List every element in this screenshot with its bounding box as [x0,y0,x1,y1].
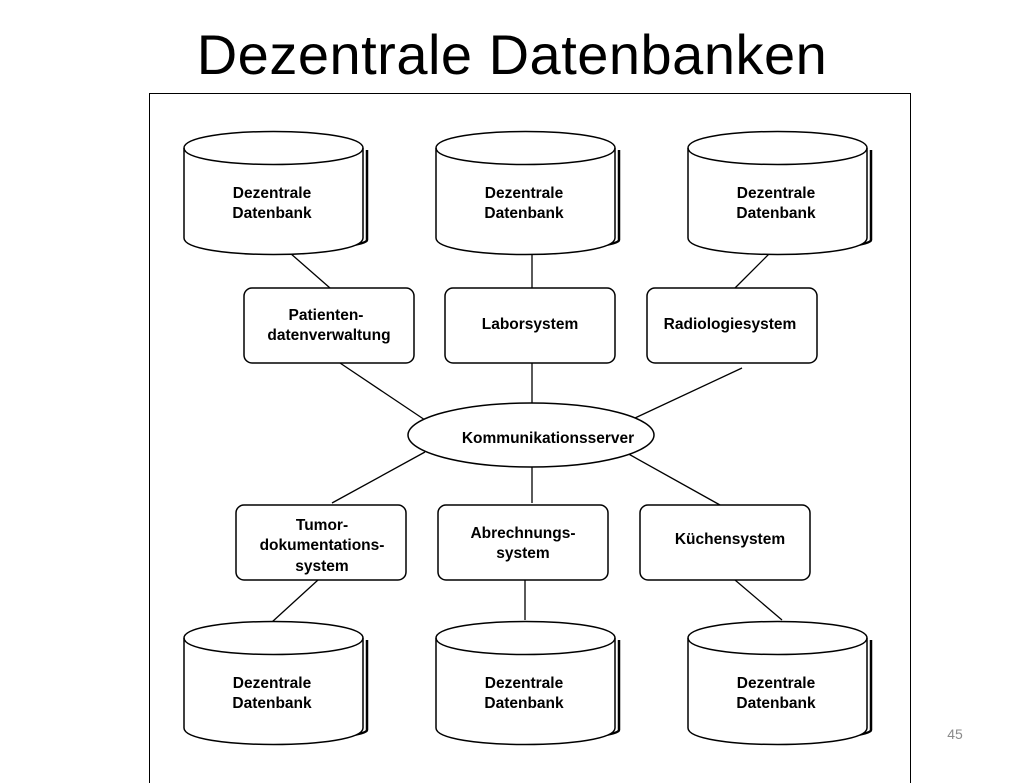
system-label: Radiologiesystem [664,316,797,333]
system-label-line2: system [496,545,549,562]
system-radiologiesystem: Radiologiesystem [646,287,818,364]
kommunikationsserver-hub: Kommunikationsserver [407,402,655,468]
slide-title: Dezentrale Datenbanken [196,23,828,86]
system-label: Küchensystem [675,531,785,548]
connector-lines [271,252,783,623]
database-label-line2: Datenbank [484,205,564,222]
system-tumordokumentation: Tumor- dokumentations- system [235,504,407,581]
link-patient-to-hub [339,362,426,421]
database-label-line2: Datenbank [736,205,816,222]
database-top-3: Dezentrale Datenbank [687,130,873,256]
database-label-line1: Dezentrale [485,675,564,692]
database-label-line1: Dezentrale [737,675,816,692]
system-label-line2: dokumentations- [260,537,385,554]
database-label-line2: Datenbank [232,695,312,712]
system-patienten-datenverwaltung: Patienten- datenverwaltung [243,287,415,364]
database-label-line1: Dezentrale [233,185,312,202]
diagram-frame [149,93,911,783]
database-label-line2: Datenbank [484,695,564,712]
database-label-line1: Dezentrale [233,675,312,692]
link-hub-to-tumor [331,451,426,504]
link-tumor-to-db-bottom-1 [271,579,319,623]
system-label: Laborsystem [482,316,578,333]
system-label-line1: Tumor- [296,517,348,534]
link-db-top-3-to-radiologie [734,252,771,289]
system-label-line1: Abrechnungs- [470,525,575,542]
system-label-line1: Patienten- [289,307,364,324]
system-laborsystem: Laborsystem [444,287,616,364]
database-bottom-1: Dezentrale Datenbank [183,620,369,746]
link-radiologie-to-hub [634,367,743,419]
system-label-line2: datenverwaltung [267,327,390,344]
page-number: 45 [947,726,963,742]
database-label-line1: Dezentrale [485,185,564,202]
database-bottom-2: Dezentrale Datenbank [435,620,621,746]
link-kueche-to-db-bottom-3 [734,579,783,621]
database-bottom-3: Dezentrale Datenbank [687,620,873,746]
database-label-line2: Datenbank [232,205,312,222]
system-abrechnungssystem: Abrechnungs- system [437,504,609,581]
hub-label: Kommunikationsserver [462,430,634,447]
link-hub-to-kueche [624,451,721,506]
system-label-line3: system [295,558,348,575]
database-top-2: Dezentrale Datenbank [435,130,621,256]
link-db-top-1-to-patient [289,252,331,289]
database-label-line1: Dezentrale [737,185,816,202]
database-top-1: Dezentrale Datenbank [183,130,369,256]
database-label-line2: Datenbank [736,695,816,712]
system-kuechensystem: Küchensystem [639,504,811,581]
